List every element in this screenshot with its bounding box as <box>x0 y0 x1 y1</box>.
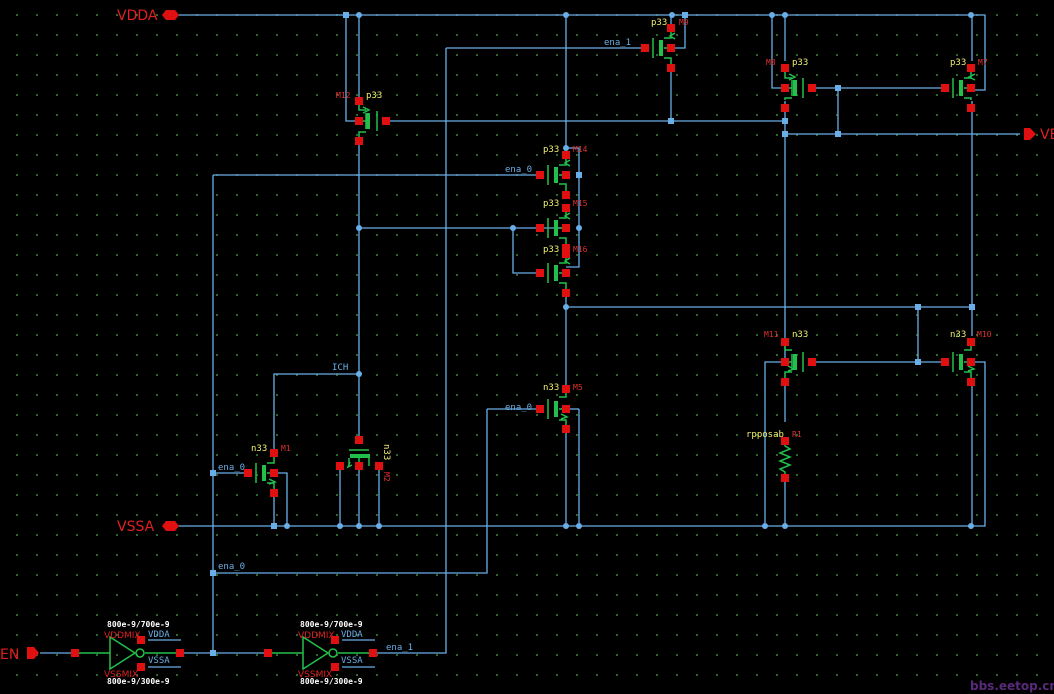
pin-label: EN <box>0 647 19 663</box>
device-model-label: p33 <box>366 91 382 101</box>
device-id-label: M14 <box>573 145 588 154</box>
device-id-label: M15 <box>573 199 588 208</box>
transistor-m5[interactable]: n33 M5 <box>536 383 583 433</box>
pin-vdda[interactable]: VDDA <box>117 8 179 24</box>
pin-label: VB <box>1040 127 1054 143</box>
inverter-top-size: 800e-9/700e-9 <box>107 620 170 629</box>
vss-pin-label: VSSMIX <box>104 670 138 680</box>
net-label-ena-0: ena_0 <box>505 403 532 413</box>
vss-net-label: VSSA <box>341 656 363 666</box>
device-model-label: p33 <box>792 58 808 68</box>
transistor-m2[interactable]: n33 M2 <box>336 436 391 482</box>
watermark: bbs.eetop.cn <box>970 679 1054 693</box>
net-label-ena-1: ena_1 <box>386 643 413 653</box>
device-model-label: n33 <box>792 330 808 340</box>
device-model-label: p33 <box>950 58 966 68</box>
output-pin-icon <box>1024 128 1036 140</box>
pin-label: VDDA <box>117 8 158 24</box>
transistor-m1[interactable]: n33 M1 <box>244 444 291 497</box>
device-model-label: p33 <box>651 18 667 28</box>
net-label-ena-0: ena_0 <box>218 463 245 473</box>
vdd-net-label: VDDA <box>341 630 363 640</box>
vdd-net-label: VDDA <box>148 630 170 640</box>
net-label-ena-0: ena_0 <box>218 562 245 572</box>
inout-pin-icon <box>162 10 179 20</box>
device-id-label: M1 <box>281 444 291 453</box>
pin-en[interactable]: EN <box>0 647 39 663</box>
device-model-label: n33 <box>381 444 391 460</box>
inverter-bottom-size: 800e-9/300e-9 <box>107 677 170 686</box>
device-id-label: M8 <box>766 58 776 67</box>
device-model-label: n33 <box>950 330 966 340</box>
device-id-label: M10 <box>977 330 992 339</box>
device-id-label: R1 <box>792 430 802 439</box>
transistor-m10[interactable]: n33 M10 <box>941 330 992 386</box>
transistor-m16[interactable]: p33 M16 <box>536 244 588 297</box>
inverter-top-size: 800e-9/700e-9 <box>300 620 363 629</box>
device-model-label: n33 <box>543 383 559 393</box>
device-model-label: n33 <box>251 444 267 454</box>
device-model-label: p33 <box>543 245 559 255</box>
transistor-m14[interactable]: p33 M14 <box>536 145 588 199</box>
transistor-m12[interactable]: M12 p33 <box>336 91 390 145</box>
device-id-label: M12 <box>336 91 351 100</box>
net-label-ena-1: ena_1 <box>604 38 631 48</box>
device-id-label: M11 <box>764 330 779 339</box>
transistor-m7[interactable]: p33 M7 <box>941 58 988 112</box>
net-label-ich: ICH <box>332 363 348 373</box>
vdd-pin-label: VDDMIX <box>298 631 335 641</box>
inverter-2[interactable]: 800e-9/700e-9 800e-9/300e-9 VDDMIX VSSMI… <box>264 620 377 686</box>
transistor-m8[interactable]: M8 p33 <box>766 58 816 112</box>
pin-vssa[interactable]: VSSA <box>117 519 179 535</box>
inverter-1[interactable]: 800e-9/700e-9 800e-9/300e-9 VDDMIX VSSMI… <box>71 620 184 686</box>
device-id-label: M7 <box>978 58 988 67</box>
device-id-label: M5 <box>573 383 583 392</box>
device-id-label: M16 <box>573 245 588 254</box>
device-id-label: M9 <box>679 18 689 27</box>
inverter-bottom-size: 800e-9/300e-9 <box>300 677 363 686</box>
vss-net-label: VSSA <box>148 656 170 666</box>
input-pin-icon <box>27 647 39 659</box>
resistor-r1[interactable]: rpposab R1 <box>746 430 802 482</box>
transistor-m9[interactable]: p33 M9 <box>641 18 689 72</box>
transistor-m15[interactable]: p33 M15 <box>536 199 588 248</box>
device-model-label: rpposab <box>746 430 784 440</box>
vdd-pin-label: VDDMIX <box>104 631 141 641</box>
vss-pin-label: VSSMIX <box>298 670 332 680</box>
wires <box>40 14 1020 668</box>
junctions <box>210 12 975 656</box>
inout-pin-icon <box>162 521 179 531</box>
device-model-label: p33 <box>543 199 559 209</box>
transistor-m11[interactable]: M11 n33 <box>764 330 816 386</box>
net-label-ena-0: ena_0 <box>505 165 532 175</box>
device-id-label: M2 <box>382 472 391 482</box>
pin-vb[interactable]: VB <box>1024 127 1054 143</box>
pin-label: VSSA <box>117 519 155 535</box>
device-model-label: p33 <box>543 145 559 155</box>
